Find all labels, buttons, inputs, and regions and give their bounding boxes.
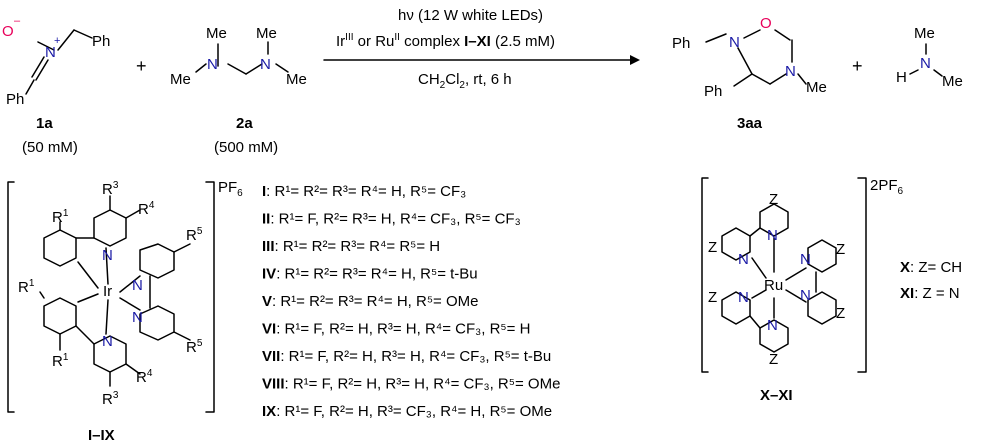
ru-counterion: 2PF6 — [870, 177, 904, 197]
reactant-1a-concentration: (50 mM) — [22, 139, 78, 156]
aminal-methyl-3: Me — [256, 25, 277, 42]
aminal-methyl-4: Me — [286, 71, 307, 88]
ru-ligand-nitrogen-4: N — [800, 287, 811, 304]
iridium-complex-structure: Ir N N N N R3 R4 R1 R5 R1 R1 R4 R3 R5 — [7, 180, 215, 413]
ir-upper-pyridine-nitrogen: N — [102, 247, 113, 264]
ir-bpy-nitrogen-2: N — [132, 309, 143, 326]
reactant-2a-structure: Me N Me N Me Me — [170, 25, 307, 88]
product-c3-phenyl: Ph — [704, 83, 722, 100]
ru-ligand-nitrogen-3: N — [800, 251, 811, 268]
ir-variant-list: I: R¹= R²= R³= R⁴= H, R⁵= CF₃ II: R¹= F, … — [262, 183, 560, 420]
dma-methyl-1: Me — [914, 25, 935, 42]
ruthenium-complex-structure: Ru Z Z Z Z Z Z N N N N N N — [701, 177, 867, 373]
ru-ligand-nitrogen-1: N — [767, 227, 778, 244]
benzyl-phenyl: Ph — [92, 33, 110, 50]
ir-r3-upper: R3 — [102, 180, 119, 198]
product-benzyl-phenyl: Ph — [672, 35, 690, 52]
catalyst-conditions: IrIII or RuII complex I–XI (2.5 mM) — [336, 32, 555, 50]
ru-ligand-nitrogen-5: N — [738, 289, 749, 306]
product-ring-oxygen: O — [760, 15, 772, 32]
ru-ligand-nitrogen-6: N — [767, 317, 778, 334]
ir-r5-upper: R5 — [186, 226, 203, 244]
product-n-methyl: Me — [806, 79, 827, 96]
iridium-center: Ir — [103, 283, 112, 300]
product-n2-nitrogen: N — [729, 34, 740, 51]
ru-z-4: Z — [708, 289, 717, 306]
ir-r3-lower: R3 — [102, 390, 119, 408]
ir-variant-v: V: R¹= R²= R³= R⁴= H, R⁵= OMe — [262, 293, 478, 310]
dma-hydrogen: H — [896, 69, 907, 86]
ir-r1-lower: R1 — [52, 352, 69, 370]
aminal-methyl-2: Me — [206, 25, 227, 42]
dimethylamine-structure: Me N H Me — [896, 25, 963, 90]
ir-r1-left: R1 — [18, 278, 35, 296]
nitrone-oxygen: O — [2, 23, 14, 40]
ir-variant-vi: VI: R¹= F, R²= H, R³= H, R⁴= CF₃, R⁵= H — [262, 321, 530, 338]
plus-sign-1: + — [136, 56, 147, 76]
ir-variant-i: I: R¹= R²= R³= R⁴= H, R⁵= CF₃ — [262, 183, 466, 200]
aminal-nitrogen-2: N — [260, 56, 271, 73]
aminal-nitrogen-1: N — [207, 56, 218, 73]
oxygen-minus-charge: – — [14, 15, 21, 27]
ru-z-5: Z — [836, 305, 845, 322]
light-conditions: hν (12 W white LEDs) — [398, 7, 543, 24]
alkylidene-phenyl: Ph — [6, 91, 24, 108]
ru-variant-x: X: Z= CH — [900, 259, 962, 276]
ir-variant-vii: VII: R¹= F, R²= H, R³= H, R⁴= CF₃, R⁵= t… — [262, 348, 551, 365]
product-n4-nitrogen: N — [785, 63, 796, 80]
ru-z-2: Z — [708, 239, 717, 256]
reactant-1a-label: 1a — [36, 115, 53, 132]
ir-lower-pyridine-nitrogen: N — [102, 333, 113, 350]
ru-complex-caption: X–XI — [760, 387, 793, 404]
dma-methyl-2: Me — [942, 73, 963, 90]
ir-variant-iii: III: R¹= R²= R³= R⁴= R⁵= H — [262, 238, 440, 255]
reactant-1a-structure: O – N + Ph Ph — [2, 15, 110, 108]
ru-z-3: Z — [836, 241, 845, 258]
ir-bpy-nitrogen-1: N — [132, 277, 143, 294]
ru-variant-list: X: Z= CH XI: Z = N — [900, 259, 962, 302]
ir-r1-upper: R1 — [52, 208, 69, 226]
ir-r5-lower: R5 — [186, 338, 203, 356]
reaction-arrow — [323, 55, 640, 65]
product-3aa-label: 3aa — [737, 115, 763, 132]
ir-r4-lower: R4 — [136, 368, 153, 386]
ir-complex-caption: I–IX — [88, 427, 115, 444]
ir-counterion: PF6 — [218, 179, 243, 199]
ir-variant-ii: II: R¹= F, R²= R³= H, R⁴= CF₃, R⁵= CF₃ — [262, 211, 521, 228]
solvent-conditions: CH2Cl2, rt, 6 h — [418, 71, 512, 91]
dma-nitrogen: N — [920, 55, 931, 72]
reactant-2a-concentration: (500 mM) — [214, 139, 278, 156]
product-3aa-structure: Ph N O N Me Ph — [672, 15, 827, 100]
ru-z-6: Z — [769, 351, 778, 368]
ir-variant-ix: IX: R¹= F, R²= H, R³= CF₃, R⁴= H, R⁵= OM… — [262, 403, 552, 420]
ir-variant-viii: VIII: R¹= F, R²= H, R³= H, R⁴= CF₃, R⁵= … — [262, 376, 560, 393]
nitrone-nitrogen: N — [45, 44, 56, 61]
nitrogen-plus-charge: + — [54, 35, 60, 47]
ru-ligand-nitrogen-2: N — [738, 251, 749, 268]
plus-sign-2: + — [852, 56, 863, 76]
reactant-2a-label: 2a — [236, 115, 253, 132]
ru-z-1: Z — [769, 191, 778, 208]
aminal-methyl-1: Me — [170, 71, 191, 88]
ru-variant-xi: XI: Z = N — [900, 285, 960, 302]
ir-variant-iv: IV: R¹= R²= R³= R⁴= H, R⁵= t-Bu — [262, 266, 478, 283]
ruthenium-center: Ru — [764, 277, 783, 294]
ir-r4-upper: R4 — [138, 200, 155, 218]
